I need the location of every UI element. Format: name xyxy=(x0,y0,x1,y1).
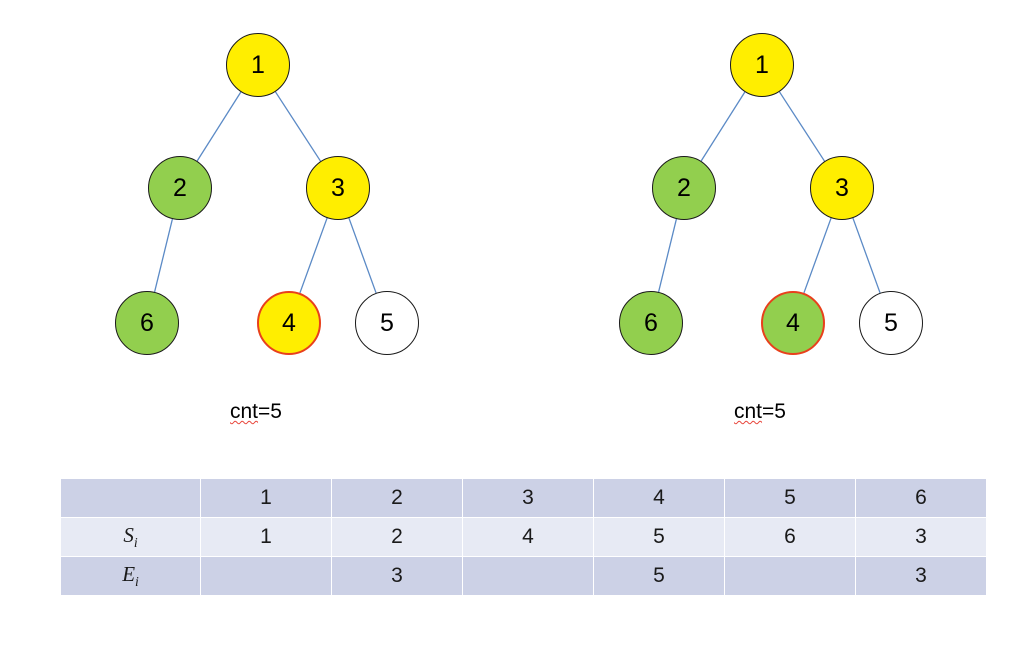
tree-node-label: 5 xyxy=(884,308,898,337)
table-cell: 1 xyxy=(200,517,332,557)
tree-node-label: 2 xyxy=(173,173,187,202)
table-header-cell: 3 xyxy=(462,478,594,518)
table-cell: 3 xyxy=(855,556,987,596)
tree-edge xyxy=(196,91,242,162)
tree-node-3[interactable]: 3 xyxy=(306,156,370,220)
tree-edge xyxy=(657,218,678,293)
tree-node-5[interactable]: 5 xyxy=(355,291,419,355)
table-cell: 4 xyxy=(462,517,594,557)
table-header-cell: 4 xyxy=(593,478,725,518)
tree-edge xyxy=(153,218,174,293)
caption-left-word: cnt xyxy=(230,400,259,423)
table-cell: 3 xyxy=(855,517,987,557)
tree-node-label: 2 xyxy=(677,173,691,202)
tree-node-2[interactable]: 2 xyxy=(148,156,212,220)
table-cell: 5 xyxy=(593,556,725,596)
tree-node-4[interactable]: 4 xyxy=(761,291,825,355)
tree-edge xyxy=(852,217,881,294)
caption-right-rest: =5 xyxy=(762,400,786,423)
table-row: Ei 3 5 3 xyxy=(60,556,987,596)
tree-node-6[interactable]: 6 xyxy=(115,291,179,355)
tree-node-4[interactable]: 4 xyxy=(257,291,321,355)
table-header-cell: 6 xyxy=(855,478,987,518)
caption-left-rest: =5 xyxy=(258,400,282,423)
table-row-label: Ei xyxy=(60,556,201,596)
tree-node-label: 1 xyxy=(251,50,265,79)
table-row-label: Si xyxy=(60,517,201,557)
tree-edge xyxy=(274,91,322,162)
tree-node-3[interactable]: 3 xyxy=(810,156,874,220)
table-cell xyxy=(724,556,856,596)
tree-node-1[interactable]: 1 xyxy=(730,33,794,97)
table-cell: 5 xyxy=(593,517,725,557)
tree-edge-layer xyxy=(153,91,881,294)
table-cell: 3 xyxy=(331,556,463,596)
table-header-cell: 2 xyxy=(331,478,463,518)
tree-node-2[interactable]: 2 xyxy=(652,156,716,220)
caption-right-word: cnt xyxy=(734,400,763,423)
tree-node-label: 6 xyxy=(644,308,658,337)
tree-node-label: 5 xyxy=(380,308,394,337)
tree-edge xyxy=(778,91,826,162)
tree-node-5[interactable]: 5 xyxy=(859,291,923,355)
tree-edge xyxy=(299,217,328,294)
caption-left-tree: cnt=5 xyxy=(230,400,282,424)
tree-node-label: 3 xyxy=(331,173,345,202)
tree-node-label: 6 xyxy=(140,308,154,337)
tree-edge xyxy=(803,217,832,294)
tree-node-label: 1 xyxy=(755,50,769,79)
tree-edge xyxy=(348,217,377,294)
tree-node-label: 3 xyxy=(835,173,849,202)
tree-node-6[interactable]: 6 xyxy=(619,291,683,355)
table-cell xyxy=(462,556,594,596)
tree-node-label: 4 xyxy=(282,308,296,337)
tree-node-1[interactable]: 1 xyxy=(226,33,290,97)
table-header-cell: 1 xyxy=(200,478,332,518)
table-header-corner xyxy=(60,478,201,518)
table-cell: 2 xyxy=(331,517,463,557)
caption-right-tree: cnt=5 xyxy=(734,400,786,424)
tree-node-label: 4 xyxy=(786,308,800,337)
table-cell xyxy=(200,556,332,596)
tree-edge xyxy=(700,91,746,162)
table-cell: 6 xyxy=(724,517,856,557)
table-header-cell: 5 xyxy=(724,478,856,518)
